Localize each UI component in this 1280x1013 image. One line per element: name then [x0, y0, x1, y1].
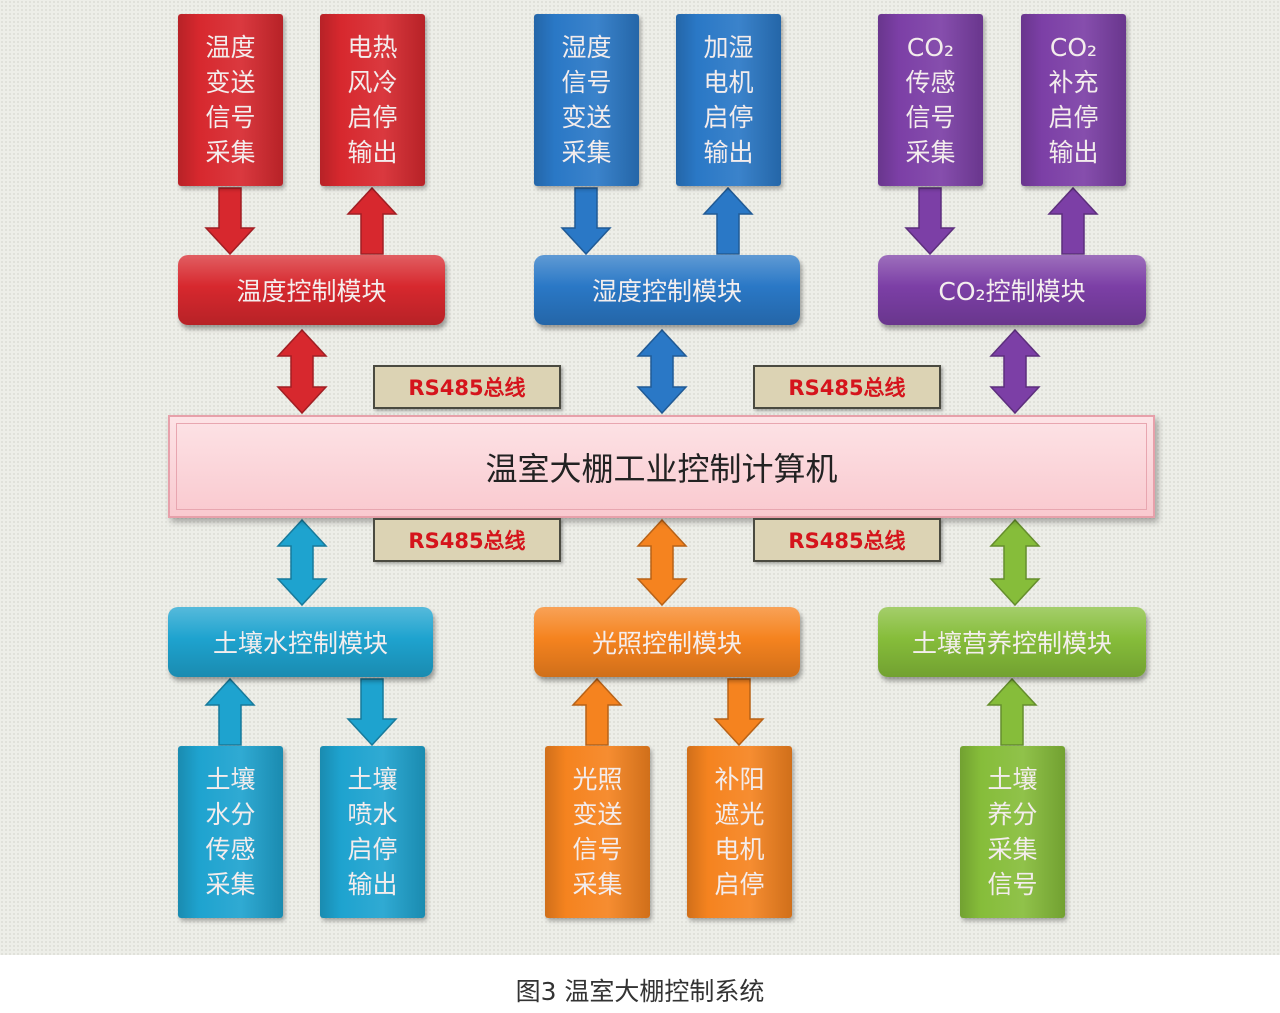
signal-box-line: 启停 [714, 870, 765, 899]
control-module-label: 土壤水控制模块 [212, 629, 388, 658]
signal-box-line: 温度 [205, 33, 256, 62]
signal-box-line: 遮光 [714, 800, 765, 829]
arrow-down-icon [560, 187, 612, 256]
signal-box-line: 变送 [561, 103, 612, 132]
signal-box-line: 采集 [905, 138, 956, 167]
signal-box-line: 补阳 [714, 765, 765, 794]
signal-box-line: 电机 [703, 68, 754, 97]
arrow-down-icon [904, 187, 956, 256]
control-module-label: 土壤营养控制模块 [911, 629, 1112, 658]
control-module: 湿度控制模块 [534, 255, 800, 325]
signal-box-line: 信号 [205, 103, 256, 132]
control-module: 土壤水控制模块 [168, 607, 433, 677]
signal-box-line: 启停 [347, 103, 398, 132]
signal-box: 加湿电机启停输出 [676, 14, 781, 186]
signal-box-line: 输出 [1048, 138, 1099, 167]
signal-box-line: 信号 [905, 103, 956, 132]
double-arrow-icon [989, 518, 1041, 607]
signal-box: 湿度信号变送采集 [534, 14, 639, 186]
signal-box-line: 水分 [205, 800, 256, 829]
signal-box-line: 采集 [572, 870, 623, 899]
signal-box-line: 加湿 [703, 33, 754, 62]
control-module-label: CO₂控制模块 [938, 277, 1086, 306]
signal-box-line: 湿度 [561, 33, 612, 62]
control-module: 光照控制模块 [534, 607, 800, 677]
control-module-label: 温度控制模块 [236, 277, 387, 306]
signal-box-line: 传感 [205, 835, 256, 864]
signal-box-line: 输出 [347, 138, 398, 167]
signal-box: CO₂ 传感信号采集 [878, 14, 983, 186]
signal-box: 土壤喷水启停输出 [320, 746, 425, 918]
signal-box-line: 补充 [1048, 68, 1099, 97]
control-module-label: 湿度控制模块 [591, 277, 742, 306]
signal-box-line: 启停 [1048, 103, 1099, 132]
bus-label: RS485总线 [753, 518, 941, 562]
signal-box-line: 采集 [987, 835, 1038, 864]
signal-box: CO₂ 补充启停输出 [1021, 14, 1126, 186]
signal-box-line: 电机 [714, 835, 765, 864]
signal-box-line: CO₂ [906, 33, 955, 62]
signal-box-line: 信号 [572, 835, 623, 864]
signal-box: 温度变送信号采集 [178, 14, 283, 186]
double-arrow-icon [636, 518, 688, 607]
signal-box-line: 采集 [561, 138, 612, 167]
signal-box-line: 电热 [347, 33, 398, 62]
signal-box-line: 土壤 [987, 765, 1038, 794]
arrow-up-icon [702, 186, 754, 255]
control-module-label: 光照控制模块 [591, 629, 742, 658]
double-arrow-icon [989, 328, 1041, 415]
signal-box-line: 传感 [905, 68, 956, 97]
signal-box-line: 启停 [703, 103, 754, 132]
double-arrow-icon [276, 328, 328, 415]
signal-box-line: 光照 [572, 765, 623, 794]
control-module: 土壤营养控制模块 [878, 607, 1146, 677]
double-arrow-icon [636, 328, 688, 415]
central-computer: 温室大棚工业控制计算机 [168, 415, 1155, 518]
signal-box-line: 土壤 [347, 765, 398, 794]
figure-caption: 图3 温室大棚控制系统 [515, 977, 765, 1006]
arrow-up-icon [1047, 186, 1099, 255]
arrow-up-icon [346, 186, 398, 255]
signal-box-line: 养分 [987, 800, 1038, 829]
signal-box-line: 启停 [347, 835, 398, 864]
signal-box-line: 喷水 [347, 800, 398, 829]
signal-box-line: 变送 [572, 800, 623, 829]
arrow-down-icon [204, 187, 256, 256]
central-computer-label: 温室大棚工业控制计算机 [485, 449, 838, 488]
arrow-up-icon [571, 677, 623, 746]
signal-box-line: 采集 [205, 138, 256, 167]
signal-box-line: 信号 [561, 68, 612, 97]
signal-box: 土壤养分采集信号 [960, 746, 1065, 918]
signal-box: 补阳遮光电机启停 [687, 746, 792, 918]
signal-box-line: 变送 [205, 68, 256, 97]
signal-box: 光照变送信号采集 [545, 746, 650, 918]
arrow-down-icon [346, 678, 398, 747]
signal-box-line: 风冷 [347, 68, 398, 97]
arrow-up-icon [204, 677, 256, 746]
bus-label: RS485总线 [373, 365, 561, 409]
signal-box-line: 输出 [703, 138, 754, 167]
bus-label: RS485总线 [373, 518, 561, 562]
signal-box-line: 土壤 [205, 765, 256, 794]
signal-box-line: CO₂ [1049, 33, 1098, 62]
signal-box-line: 输出 [347, 870, 398, 899]
signal-box: 电热风冷启停输出 [320, 14, 425, 186]
arrow-up-icon [986, 677, 1038, 746]
bus-label: RS485总线 [753, 365, 941, 409]
diagram-canvas: 温度控制模块温度变送信号采集电热风冷启停输出湿度控制模块湿度信号变送采集加湿电机… [0, 0, 1280, 955]
signal-box-line: 信号 [987, 870, 1038, 899]
arrow-down-icon [713, 678, 765, 747]
control-module: 温度控制模块 [178, 255, 445, 325]
signal-box: 土壤水分传感采集 [178, 746, 283, 918]
signal-box-line: 采集 [205, 870, 256, 899]
control-module: CO₂控制模块 [878, 255, 1146, 325]
arrows-layer [204, 186, 1099, 747]
double-arrow-icon [276, 518, 328, 607]
